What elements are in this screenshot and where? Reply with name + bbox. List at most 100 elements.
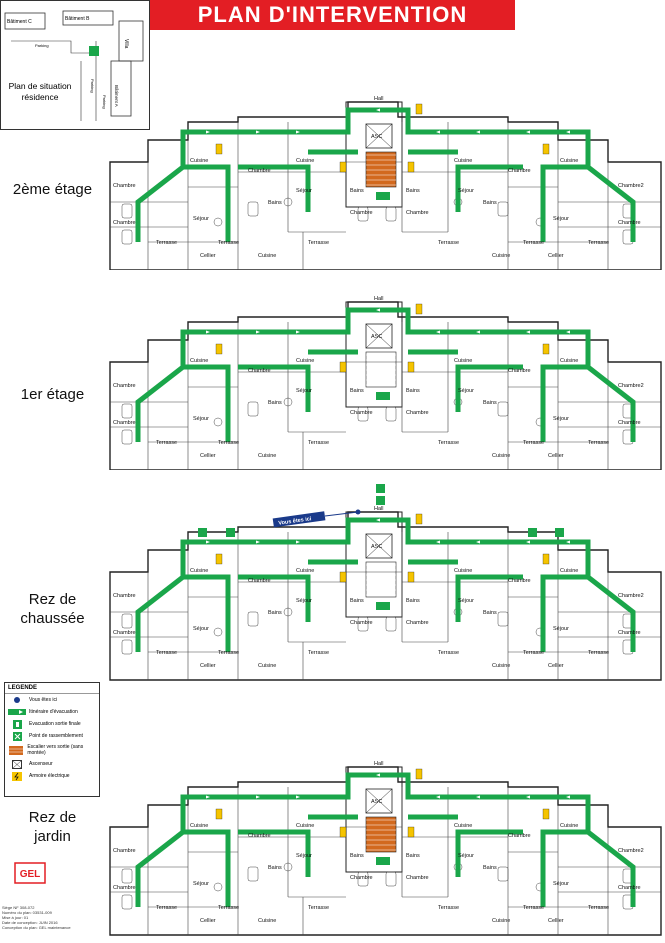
route-arrow [526, 330, 530, 334]
room-label: Bains [406, 388, 420, 394]
room-label: Chambre [113, 383, 136, 389]
route-arrow [476, 130, 480, 134]
sanitary-fixture [247, 401, 259, 417]
exit-sign-icon [198, 528, 207, 537]
elevator-cross [365, 323, 393, 349]
svg-text:GEL: GEL [20, 869, 41, 880]
electrical-cabinet-icon [542, 343, 550, 355]
table-fixture [283, 862, 293, 872]
room-label: Terrasse [438, 240, 459, 246]
room-label: Bains [350, 598, 364, 604]
sanitary-fixture [497, 201, 509, 217]
room-label: Cuisine [296, 158, 314, 164]
room-label: Bains [483, 865, 497, 871]
company-logo: GEL [14, 862, 46, 884]
room-label: Cuisine [560, 158, 578, 164]
room-label: Séjour [193, 626, 209, 632]
route-arrow [436, 330, 440, 334]
building-c-outline [4, 12, 46, 30]
electrical-cabinet-icon [415, 513, 423, 525]
room-label: ASC [371, 544, 382, 550]
room-label: Cuisine [492, 918, 510, 924]
you-are-here-line [324, 511, 359, 517]
site-label-parking-1: Parking [35, 43, 49, 48]
room-label: Terrasse [438, 905, 459, 911]
route-arrow [296, 540, 300, 544]
legend-title: LEGENDE [5, 683, 99, 694]
room-label: Chambre2 [618, 593, 644, 599]
room-label: Bains [268, 200, 282, 206]
room-label: Chambre [406, 875, 429, 881]
electrical-cabinet-icon [542, 553, 550, 565]
villa-outline [118, 20, 144, 62]
room-label: Cuisine [560, 568, 578, 574]
route-arrow [166, 130, 170, 134]
elevator-cross [365, 788, 393, 814]
exit-sign-icon [376, 602, 390, 610]
route-arrow [436, 540, 440, 544]
stairs-icon [365, 561, 397, 598]
exit-sign-icon [376, 857, 390, 865]
room-label: Cuisine [190, 158, 208, 164]
room-label: Chambre [618, 630, 641, 636]
room-label: Cuisine [258, 918, 276, 924]
sanitary-fixture [121, 203, 133, 219]
room-label: Terrasse [156, 240, 177, 246]
room-label: Cuisine [190, 568, 208, 574]
legend-item: Escalier vers sortie (sans montée) [5, 742, 99, 758]
route-arrow [566, 795, 570, 799]
sanitary-fixture [247, 866, 259, 882]
room-label: Bains [268, 865, 282, 871]
room-label: Chambre [406, 410, 429, 416]
room-label: Cuisine [454, 568, 472, 574]
room-label: Chambre [113, 420, 136, 426]
room-label: Cuisine [560, 358, 578, 364]
legend-item: Point de rassemblement [5, 730, 99, 742]
sanitary-fixture [497, 611, 509, 627]
room-label: Terrasse [588, 440, 609, 446]
sanitary-fixture [121, 229, 133, 245]
site-map-drawing: Bâtiment C Bâtiment B Villa Parking Bâti… [4, 10, 144, 121]
room-label: Cellier [200, 918, 216, 924]
route-arrow [256, 330, 260, 334]
route-arrow [526, 795, 530, 799]
room-label: Bains [268, 610, 282, 616]
electrical-cabinet-icon [415, 303, 423, 315]
room-label: Chambre [406, 620, 429, 626]
table-fixture [213, 882, 223, 892]
room-label: Séjour [296, 598, 312, 604]
room-label: Séjour [458, 188, 474, 194]
electrical-cabinet-icon [215, 553, 223, 565]
room-label: Bains [406, 598, 420, 604]
room-label: Terrasse [156, 905, 177, 911]
electrical-cabinet-icon [339, 161, 347, 173]
table-fixture [213, 417, 223, 427]
route-arrow [566, 330, 570, 334]
location-dot-icon [355, 509, 361, 515]
route-arrow [436, 130, 440, 134]
room-label: Cellier [200, 663, 216, 669]
sanitary-fixture [385, 871, 397, 887]
page-title: PLAN D'INTERVENTION [150, 0, 515, 30]
room-label: Chambre [113, 183, 136, 189]
room-label: Séjour [296, 188, 312, 194]
room-label: Terrasse [218, 440, 239, 446]
room-label: Cellier [548, 453, 564, 459]
route-arrow [296, 795, 300, 799]
room-label: Cellier [200, 453, 216, 459]
sanitary-fixture [121, 639, 133, 655]
route-arrow [256, 540, 260, 544]
floor-label-2: 2ème étage [12, 181, 93, 198]
electrical-cabinet-icon [215, 808, 223, 820]
room-label: Terrasse [308, 905, 329, 911]
room-label: Cuisine [258, 253, 276, 259]
room-label: Terrasse [588, 905, 609, 911]
sanitary-fixture [357, 406, 369, 422]
room-label: Cuisine [296, 358, 314, 364]
route-arrow [376, 308, 380, 312]
route-arrow [436, 795, 440, 799]
sanitary-fixture [497, 401, 509, 417]
room-label: Cuisine [492, 663, 510, 669]
